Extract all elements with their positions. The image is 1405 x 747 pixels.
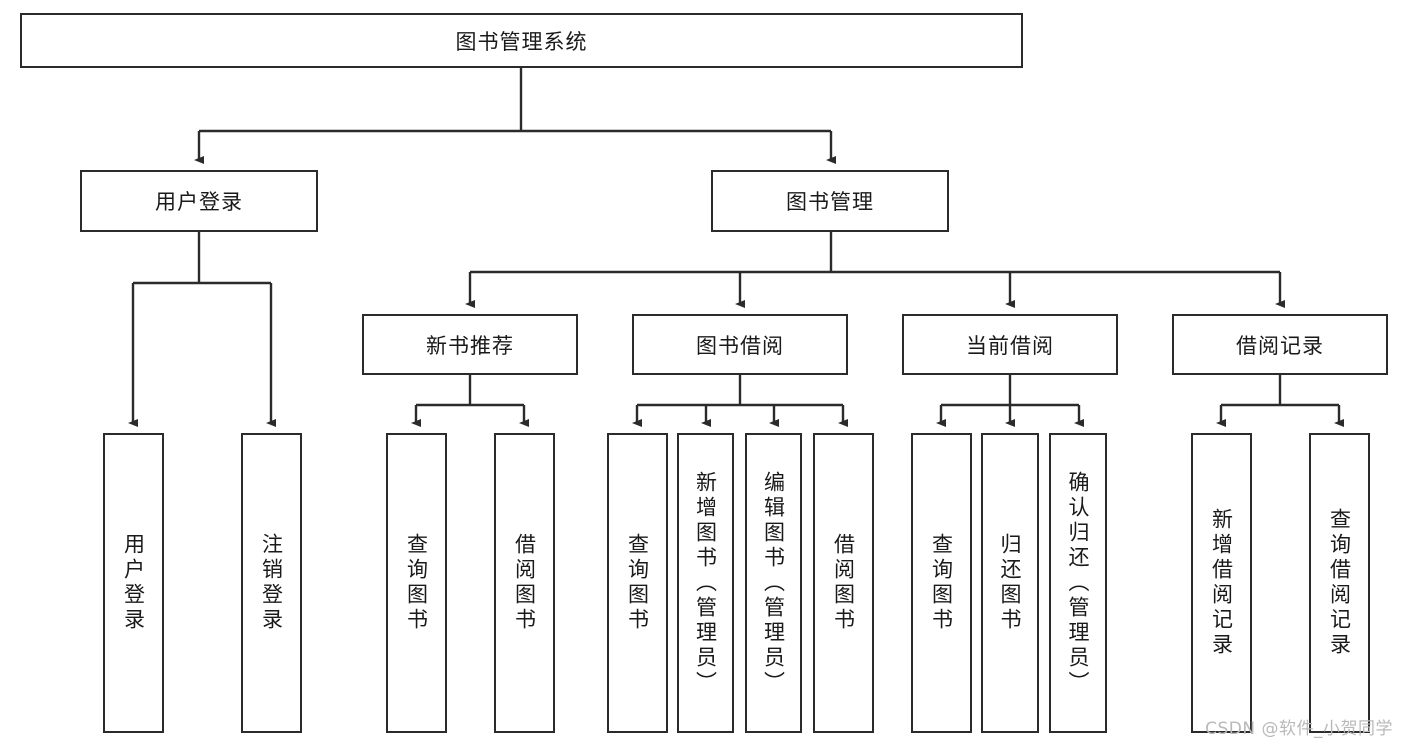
- leaf-user-login[interactable]: 用户登录: [103, 433, 164, 733]
- node-label: 查询借阅记录: [1327, 508, 1352, 658]
- node-label: 归还图书: [998, 533, 1023, 633]
- node-current-borrowing[interactable]: 当前借阅: [902, 314, 1118, 375]
- node-label: 查询图书: [929, 533, 954, 633]
- node-label: 用户登录: [155, 190, 243, 214]
- node-book-management[interactable]: 图书管理: [711, 170, 949, 232]
- leaf-query-books-borrowing[interactable]: 查询图书: [607, 433, 668, 733]
- leaf-add-borrowing-record[interactable]: 新增借阅记录: [1191, 433, 1252, 733]
- leaf-confirm-return-admin[interactable]: 确认归还（管理员）: [1049, 433, 1107, 733]
- node-label: 当前借阅: [966, 333, 1054, 358]
- node-label: 注销登录: [259, 533, 284, 633]
- node-label: 查询图书: [625, 533, 650, 633]
- node-label: 查询图书: [404, 533, 429, 633]
- leaf-borrow-books-new-book[interactable]: 借阅图书: [494, 433, 555, 733]
- node-label: 用户登录: [121, 533, 146, 633]
- leaf-add-book-admin[interactable]: 新增图书（管理员）: [677, 433, 734, 733]
- node-label: 图书管理: [786, 190, 874, 214]
- leaf-query-books-current[interactable]: 查询图书: [911, 433, 972, 733]
- node-root-library-management-system[interactable]: 图书管理系统: [20, 13, 1023, 68]
- node-label: 新增图书（管理员）: [693, 470, 718, 696]
- leaf-return-books[interactable]: 归还图书: [981, 433, 1039, 733]
- node-label: 新书推荐: [426, 333, 514, 358]
- node-label: 借阅记录: [1236, 333, 1324, 358]
- node-label: 编辑图书（管理员）: [761, 470, 786, 696]
- watermark: CSDN @软件_小贺同学: [1205, 719, 1393, 739]
- node-borrowing-records[interactable]: 借阅记录: [1172, 314, 1388, 375]
- leaf-edit-book-admin[interactable]: 编辑图书（管理员）: [745, 433, 802, 733]
- leaf-borrow-books-borrowing[interactable]: 借阅图书: [813, 433, 874, 733]
- node-label: 确认归还（管理员）: [1066, 470, 1091, 696]
- node-new-book-recommendation[interactable]: 新书推荐: [362, 314, 578, 375]
- node-book-borrowing[interactable]: 图书借阅: [632, 314, 848, 375]
- node-label: 图书借阅: [696, 333, 784, 358]
- leaf-query-borrowing-record[interactable]: 查询借阅记录: [1309, 433, 1370, 733]
- leaf-query-books-new-book[interactable]: 查询图书: [386, 433, 447, 733]
- node-label: 图书管理系统: [455, 29, 588, 54]
- node-label: 新增借阅记录: [1209, 508, 1234, 658]
- node-label: 借阅图书: [831, 533, 856, 633]
- node-user-login[interactable]: 用户登录: [80, 170, 318, 232]
- leaf-logout-login[interactable]: 注销登录: [241, 433, 302, 733]
- node-label: 借阅图书: [512, 533, 537, 633]
